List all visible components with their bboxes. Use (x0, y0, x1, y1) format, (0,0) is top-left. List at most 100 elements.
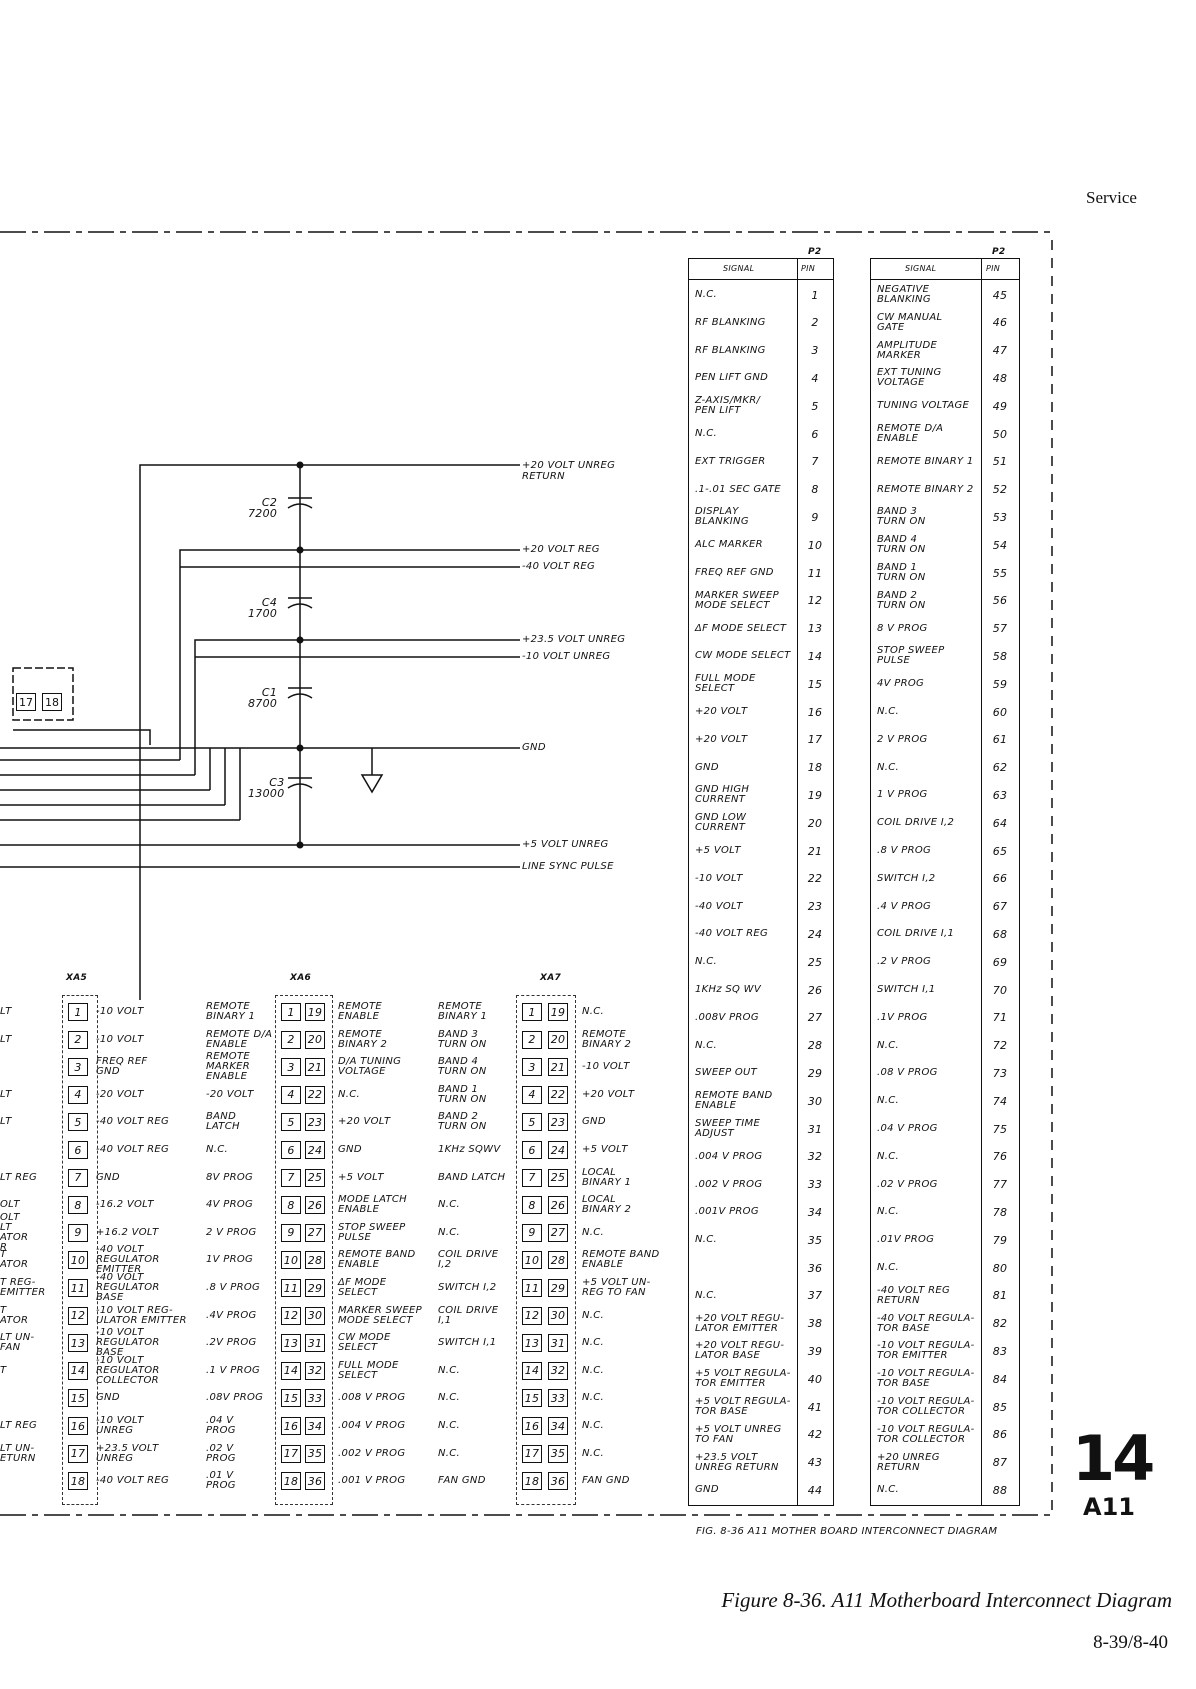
section-tab-number: 14 (1072, 1422, 1155, 1495)
signal-cell: GND (695, 761, 719, 773)
section-tab-ref: A11 (1083, 1493, 1135, 1521)
signal-cell: N.C. (695, 289, 718, 300)
xa6-left-label: REMOTE D/A ENABLE (206, 1028, 273, 1050)
pin-cell: 34 (807, 1205, 823, 1219)
pin-cell: 8 (811, 483, 819, 497)
pin-cell: 13 (807, 622, 823, 636)
signal-cell: .08 V PROG (877, 1067, 938, 1079)
xa5-signal-label: +23.5 VOLT UNREG (96, 1442, 159, 1464)
xa5-signal-label: -40 VOLT REG (96, 1144, 170, 1155)
xa6-pin-a: 6 (281, 1141, 301, 1159)
signal-cell: BAND 1 TURN ON (877, 562, 926, 583)
signal-cell: +20 VOLT (695, 733, 748, 745)
pin-cell: 4 (811, 371, 819, 385)
pin-cell: 73 (992, 1066, 1008, 1080)
xa5-pin: 8 (68, 1196, 88, 1215)
signal-cell: .008V PROG (695, 1011, 759, 1023)
pin-cell: 6 (811, 427, 819, 441)
pin-cell: 59 (992, 677, 1008, 691)
pin-cell: 77 (992, 1178, 1008, 1192)
signal-cell: CW MANUAL GATE (877, 311, 943, 333)
signal-cell: RF BLANKING (695, 316, 766, 328)
xa7-signal-label: LOCAL BINARY 1 (582, 1166, 632, 1188)
pin-cell: 36 (807, 1261, 823, 1275)
pin-cell: 38 (807, 1317, 823, 1331)
pin-cell: 61 (992, 733, 1008, 747)
xa6-signal-label: ΔF MODE SELECT (338, 1277, 387, 1298)
table-row: N.C.72 (871, 1032, 1019, 1060)
xa5-signal-label: -40 VOLT REG (96, 1475, 170, 1487)
xa6-left-label: .02 V PROG (206, 1442, 236, 1464)
xa5-signal-label: -10 VOLT UNREG (96, 1415, 144, 1436)
xa7-left-label: N.C. (438, 1226, 461, 1238)
xa7-signal-label: LOCAL BINARY 2 (582, 1194, 632, 1216)
xa6-pin-a: 15 (281, 1389, 301, 1408)
xa5-pin: 4 (68, 1085, 88, 1104)
table-row: N.C.88 (871, 1476, 1019, 1504)
xa7-pin-a: 5 (522, 1113, 542, 1132)
xa6-left-label: BAND LATCH (206, 1111, 240, 1133)
xa6-pin-a: 11 (281, 1279, 301, 1297)
xa7-left-label: FAN GND (438, 1475, 486, 1487)
xa6-pin-a: 14 (281, 1361, 301, 1380)
table-row: N.C.37 (689, 1282, 833, 1310)
pin-cell: 87 (992, 1456, 1008, 1470)
xa7-signal-label: +5 VOLT UN- REG TO FAN (582, 1277, 651, 1298)
pin-cell: 45 (992, 288, 1008, 302)
xa6-left-label: .08V PROG (206, 1392, 264, 1404)
signal-cell: 2 V PROG (877, 733, 928, 745)
xa5-signal-label: -16.2 VOLT (96, 1199, 154, 1211)
pin-cell: 30 (807, 1094, 823, 1108)
xa6-left-label: 2 V PROG (206, 1226, 257, 1238)
pin-cell: 11 (807, 566, 823, 580)
xa5-pin: 6 (68, 1141, 88, 1159)
pin-cell: 81 (992, 1289, 1008, 1303)
signal-cell: +5 VOLT REGULA- TOR BASE (695, 1396, 791, 1417)
pin-cell: 14 (807, 649, 823, 663)
signal-cell: MARKER SWEEP MODE SELECT (695, 589, 779, 611)
xa6-left-label: .8 V PROG (206, 1282, 261, 1293)
signal-cell: COIL DRIVE I,2 (877, 817, 955, 829)
xa5-left-label: LT (0, 1116, 12, 1128)
signal-cell: -10 VOLT REGULA- TOR BASE (877, 1368, 975, 1390)
xa6-pin-a: 3 (281, 1058, 301, 1077)
xa5-pin: 18 (68, 1472, 88, 1491)
xa5-left-label: LT (0, 1006, 12, 1017)
xa6-left-label: .1 V PROG (206, 1364, 261, 1376)
signal-cell: .04 V PROG (877, 1123, 938, 1134)
signal-cell: ΔF MODE SELECT (695, 622, 787, 634)
signal-cell: +20 VOLT REGU- LATOR BASE (695, 1340, 785, 1362)
xa6-signal-label: REMOTE BINARY 2 (338, 1028, 388, 1050)
signal-cell: .4 V PROG (877, 900, 932, 912)
xa6-pin-b: 33 (305, 1389, 325, 1408)
table-row: PEN LIFT GND 4 (689, 364, 833, 392)
xa6-pin-b: 23 (305, 1113, 325, 1132)
xa5-pin: 10 (68, 1251, 88, 1270)
xa7-pin-b: 30 (548, 1306, 568, 1325)
signal-cell: 1KHz SQ WV (695, 984, 761, 995)
xa7-pin-b: 21 (548, 1058, 568, 1077)
figure-caption: Figure 8-36. A11 Motherboard Interconnec… (721, 1588, 1172, 1612)
xa7-pin-a: 17 (522, 1444, 542, 1463)
xa7-pin-b: 22 (548, 1085, 568, 1104)
xa5-signal-label: -10 VOLT REGULATOR COLLECTOR (96, 1354, 160, 1386)
signal-cell: N.C. (877, 1484, 900, 1496)
pin-cell: 72 (992, 1039, 1008, 1053)
signal-cell: PEN LIFT GND (695, 372, 769, 384)
xa6-signal-label: REMOTE ENABLE (338, 1001, 382, 1022)
pin-cell: 68 (992, 927, 1008, 941)
table-row: N.C.80 (871, 1254, 1019, 1282)
pin-cell: 71 (992, 1011, 1008, 1025)
xa7-signal-label: FAN GND (582, 1475, 630, 1487)
